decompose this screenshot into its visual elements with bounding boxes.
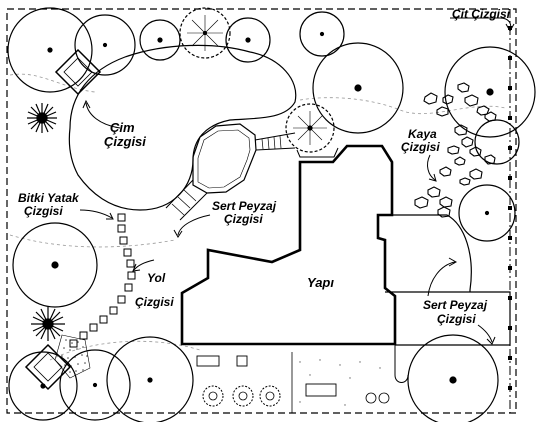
arrow-lawn xyxy=(85,102,121,129)
tree-bottom-center xyxy=(106,336,194,422)
fence-line xyxy=(508,9,512,413)
label-hardscape-b-2: Çizgisi xyxy=(437,312,476,326)
label-plantbed-2: Çizgisi xyxy=(24,204,63,218)
label-lawn-2: Çizgisi xyxy=(104,134,146,149)
patio-house-connector xyxy=(296,147,339,158)
tree-top-right xyxy=(312,42,404,134)
tree-top-b xyxy=(179,7,231,59)
patio-outline xyxy=(192,123,257,194)
arrow-fence xyxy=(450,17,512,31)
groundcover-stipple xyxy=(54,334,91,379)
patio-walk xyxy=(254,132,296,151)
shrub-spiky-1 xyxy=(27,103,57,133)
radial-lines-top-b xyxy=(187,15,223,51)
tree-bottom-right xyxy=(407,334,499,422)
hardscape-b-step xyxy=(394,345,409,383)
label-hardscape-b-1: Sert Peyzaj xyxy=(423,298,488,312)
rock-cluster xyxy=(414,82,497,218)
radial-lines-house-tree xyxy=(293,111,327,145)
arrow-hardscape-b-2 xyxy=(477,324,493,343)
label-hardscape-a-2: Çizgisi xyxy=(224,212,263,226)
trees xyxy=(7,7,536,422)
tree-bottom-left-2 xyxy=(59,349,131,421)
planter-bottom xyxy=(24,343,72,391)
arrow-hardscape-b xyxy=(427,261,456,297)
tree-top-c xyxy=(225,17,271,63)
grade-contours xyxy=(9,73,506,361)
arrow-plantbed xyxy=(79,209,113,219)
building-footprint xyxy=(180,144,397,346)
arrow-hardscape-a xyxy=(177,214,211,236)
tree-right-mid xyxy=(474,119,520,165)
label-fence: Çit Çizgisi xyxy=(452,7,511,21)
tree-top-a xyxy=(139,19,181,61)
planter-top xyxy=(54,48,102,96)
tree-top-left xyxy=(7,7,93,93)
property-line xyxy=(6,8,517,414)
annotation-arrows xyxy=(79,17,515,345)
label-plantbed-1: Bitki Yatak xyxy=(18,191,80,205)
arrow-rock xyxy=(427,154,436,181)
label-path-2: Çizgisi xyxy=(135,295,174,309)
label-path-1: Yol xyxy=(147,271,166,285)
patio-inner xyxy=(197,129,251,189)
label-building: Yapı xyxy=(307,275,334,290)
lawn-line xyxy=(68,44,297,211)
tree-top-left-2 xyxy=(74,14,136,76)
label-rock-2: Çizgisi xyxy=(401,140,440,154)
shrub-row-bottom xyxy=(202,385,281,407)
hardscape-b-slab xyxy=(385,291,511,346)
diamond-planters xyxy=(24,48,102,391)
tree-bottom-left xyxy=(8,351,78,421)
label-lawn-1: Çim xyxy=(110,120,135,135)
tree-top-d xyxy=(299,11,345,57)
driveway-edge xyxy=(392,214,472,292)
arrow-path xyxy=(133,259,155,271)
label-rock-1: Kaya xyxy=(408,127,437,141)
label-hardscape-a-1: Sert Peyzaj xyxy=(212,199,277,213)
spiky-shrubs xyxy=(27,15,327,341)
utility-area xyxy=(196,352,390,413)
tree-near-house xyxy=(285,103,335,153)
shrub-spiky-2 xyxy=(31,307,65,341)
tree-right-low xyxy=(458,184,516,242)
tree-left-mid xyxy=(12,222,98,308)
tree-right-top xyxy=(444,46,536,138)
stepping-stone-path xyxy=(69,213,136,348)
